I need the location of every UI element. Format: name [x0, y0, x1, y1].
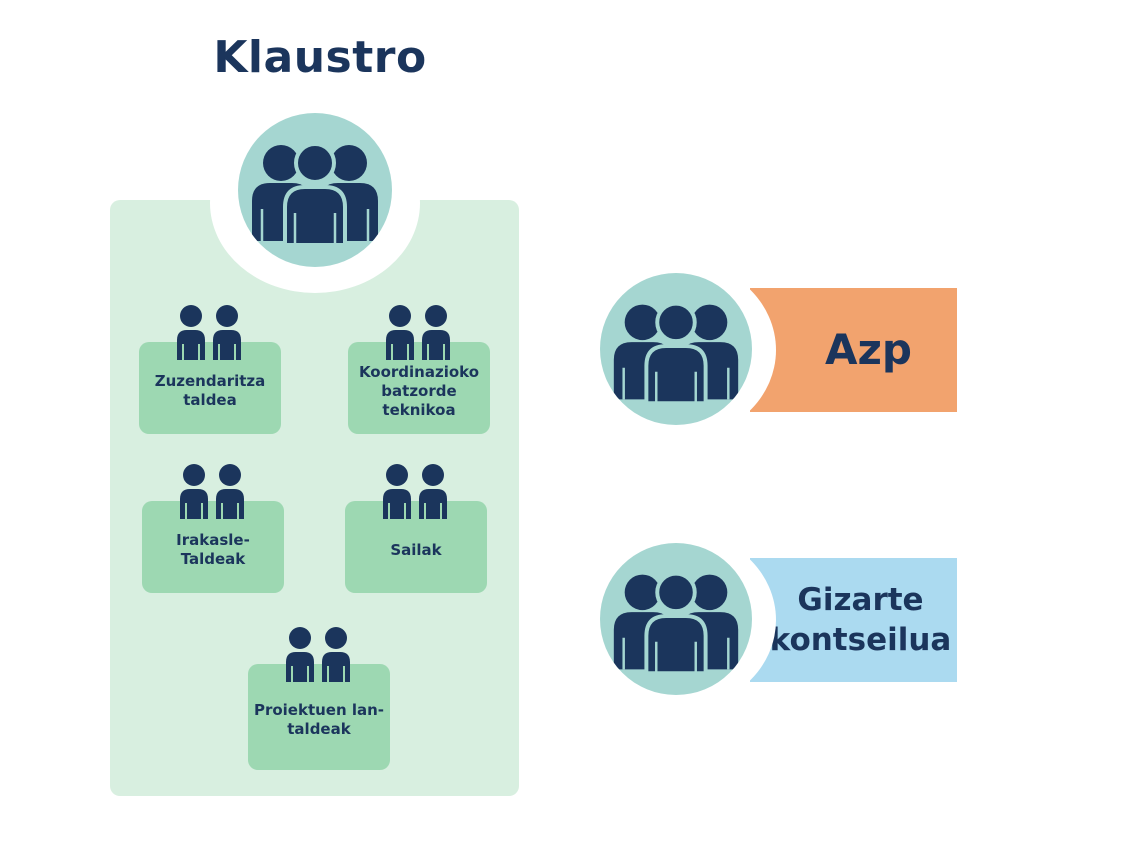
subgroup-label: Irakasle- Taldeak — [176, 531, 250, 568]
subgroup-irakasle-taldeak: Irakasle- Taldeak — [142, 501, 284, 593]
subgroup-label: Koordinazioko batzorde teknikoa — [358, 362, 480, 419]
two-people-icon — [381, 461, 449, 519]
group-of-people-icon — [613, 301, 739, 406]
azp-group-icon — [600, 273, 752, 425]
group-of-people-icon — [613, 571, 739, 676]
subgroup-proiektuen-lan-taldeak: Proiektuen lan- taldeak — [248, 664, 390, 770]
body-label: Azp — [824, 325, 912, 374]
two-people-icon — [175, 302, 243, 360]
gizarte-group-icon — [600, 543, 752, 695]
group-of-people-icon — [252, 142, 378, 247]
subgroup-zuzendaritza-taldea: Zuzendaritza taldea — [139, 342, 281, 434]
body-gizarte-kontseilua-tab: Gizarte kontseilua — [750, 558, 957, 682]
subgroup-label: Zuzendaritza taldea — [154, 372, 266, 409]
klaustro-group-icon — [238, 113, 392, 267]
diagram-title: Klaustro — [213, 32, 427, 83]
two-people-icon — [384, 302, 452, 360]
two-people-icon — [178, 461, 246, 519]
subgroup-sailak: Sailak — [345, 501, 487, 593]
two-people-icon — [284, 624, 352, 682]
subgroup-label: Proiektuen lan- taldeak — [253, 701, 385, 738]
subgroup-label: Sailak — [390, 540, 442, 559]
subgroup-koordinazioko-batzorde-teknikoa: Koordinazioko batzorde teknikoa — [348, 342, 490, 434]
body-label: Gizarte kontseilua — [769, 582, 952, 658]
body-azp-tab: Azp — [750, 288, 957, 412]
